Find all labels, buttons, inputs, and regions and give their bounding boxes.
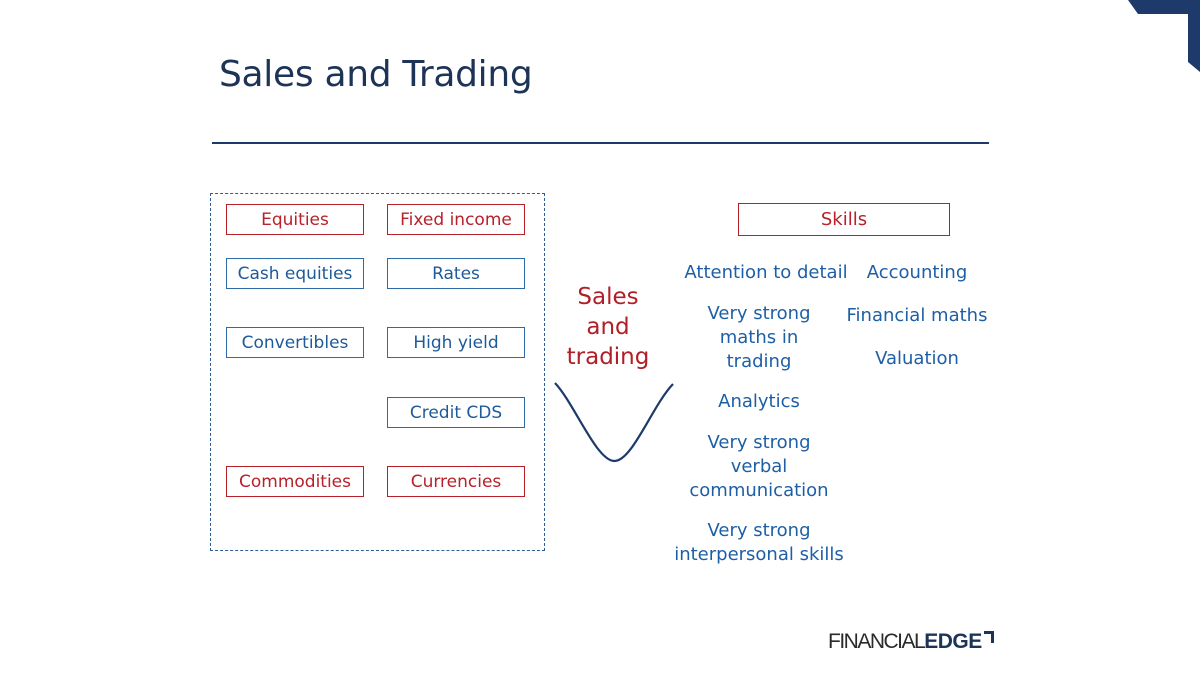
skill-valuation: Valuation [875, 348, 959, 369]
skills-header-box: Skills [738, 203, 950, 236]
logo-corner-icon [983, 631, 994, 643]
skill-verbal-communication: Very strong verbal communication [689, 432, 829, 501]
market-box-convertibles: Convertibles [226, 327, 364, 358]
slide-title: Sales and Trading [219, 54, 533, 95]
market-box-currencies: Currencies [387, 466, 525, 497]
market-box-high-yield: High yield [387, 327, 525, 358]
logo-word-edge: EDGE [924, 630, 982, 653]
skill-maths-in-trading: Very strong maths in trading [707, 303, 811, 372]
skill-accounting: Accounting [866, 262, 968, 283]
skill-analytics: Analytics [718, 391, 800, 412]
title-underline [212, 142, 989, 144]
financial-edge-logo: FINANCIAL EDGE [828, 630, 994, 654]
sales-and-trading-text: Sales and trading [566, 284, 650, 370]
market-box-credit-cds: Credit CDS [387, 397, 525, 428]
skill-financial-maths: Financial maths [846, 305, 988, 326]
market-box-fixed-income: Fixed income [387, 204, 525, 235]
sales-and-trading-label: Sales and trading [553, 282, 663, 372]
market-box-rates: Rates [387, 258, 525, 289]
market-box-commodities: Commodities [226, 466, 364, 497]
market-box-equities: Equities [226, 204, 364, 235]
market-box-cash-equities: Cash equities [226, 258, 364, 289]
wave-connector [554, 382, 674, 463]
logo-word-financial: FINANCIAL [828, 630, 926, 653]
skill-attention-to-detail: Attention to detail [684, 262, 848, 283]
markets-group: Equities Fixed income Cash equities Rate… [210, 193, 545, 551]
skill-interpersonal: Very strong interpersonal skills [674, 520, 844, 565]
corner-decoration [1128, 0, 1200, 72]
